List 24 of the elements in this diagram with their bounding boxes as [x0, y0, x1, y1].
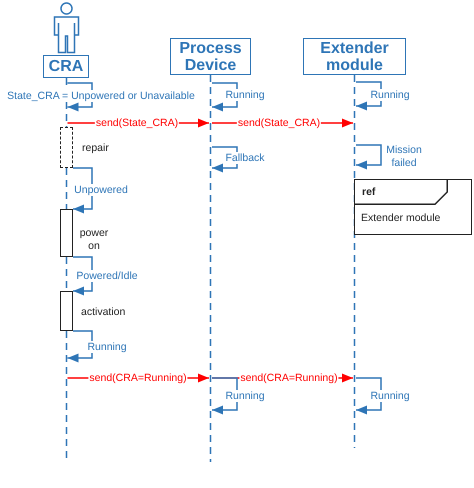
message-arrow: [356, 144, 382, 170]
message-label: Fallback: [224, 152, 266, 164]
lifeline: [209, 75, 212, 462]
participant-box: CRA: [43, 55, 89, 78]
message-label: Running: [224, 390, 266, 402]
message-label: Powered/Idle: [75, 270, 139, 282]
step-label: activation: [81, 306, 126, 319]
frame-operator: ref: [355, 180, 448, 205]
message-label: send(CRA=Running): [239, 372, 339, 384]
reference-frame: [354, 179, 472, 235]
participant-box: Process Device: [170, 38, 251, 75]
message-label: State_CRA = Unpowered or Unavailable: [6, 90, 196, 102]
step-label: power on: [78, 227, 110, 253]
message-label: Running: [86, 341, 128, 353]
step-label: repair: [82, 142, 109, 155]
message-label: send(State_CRA): [236, 117, 322, 129]
message-label: Running: [224, 89, 266, 101]
message-label: Running: [369, 89, 411, 101]
message-label: Unpowered: [73, 184, 129, 196]
message-label: send(CRA=Running): [88, 372, 188, 384]
frame-label: Extender module: [361, 212, 440, 224]
message-label: send(State_CRA): [94, 117, 180, 129]
participant-box: Extender module: [303, 38, 406, 75]
message-label: Running: [369, 390, 411, 402]
